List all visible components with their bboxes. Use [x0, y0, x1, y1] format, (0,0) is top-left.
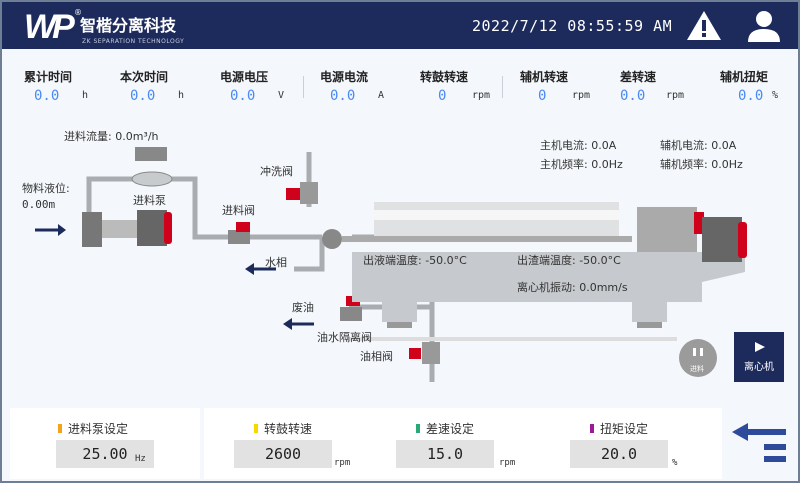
stat-label: 差转速 — [620, 70, 657, 84]
feed-valve-label: 进料阀 — [222, 204, 255, 217]
stat-label: 辅机转速 — [520, 70, 569, 84]
level-value: 0.00m — [22, 198, 56, 211]
setting-label: 差速设定 — [416, 420, 474, 437]
flowmeter — [135, 147, 167, 161]
stat-5: 辅机转速 0 rpm — [520, 68, 620, 104]
stat-value: 0.0 — [34, 88, 60, 104]
setting-label-text: 差速设定 — [426, 422, 475, 436]
stat-value: 0.0 — [330, 88, 356, 104]
outlet-temperature: 出液端温度: -50.0°C — [363, 254, 467, 267]
setting-input[interactable]: 25.00 — [56, 440, 154, 468]
setting-unit: rpm — [334, 458, 351, 468]
stat-unit: % — [772, 90, 779, 101]
stat-value: 0.0 — [620, 88, 646, 104]
stat-label: 转鼓转速 — [420, 70, 469, 84]
stat-unit: h — [178, 90, 185, 101]
stat-value: 0.0 — [738, 88, 764, 104]
slag-temperature: 出渣端温度: -50.0°C — [517, 254, 621, 267]
feed-pump — [82, 210, 172, 247]
oil-valve-label: 油相阀 — [360, 350, 393, 363]
oil-outlet-arrow — [283, 318, 292, 330]
setting-unit: Hz — [135, 454, 146, 464]
setting-label-text: 扭矩设定 — [600, 422, 649, 436]
feed-button[interactable] — [679, 339, 717, 377]
stat-unit: rpm — [666, 90, 685, 101]
divider — [303, 76, 304, 98]
setting-label: 进料泵设定 — [58, 420, 128, 437]
brand-name: 智楷分离科技 — [80, 16, 177, 35]
centrifuge-button[interactable] — [734, 332, 784, 382]
stat-4: 转鼓转速 0 rpm — [420, 68, 520, 104]
waste-oil-label: 废油 — [292, 301, 314, 314]
setting-0: 进料泵设定 25.00 Hz — [40, 408, 210, 478]
setting-2: 差速设定 15.0 rpm — [396, 408, 568, 478]
setting-input[interactable]: 15.0 — [396, 440, 494, 468]
setting-label-text: 进料泵设定 — [68, 422, 129, 436]
stat-value: 0.0 — [230, 88, 256, 104]
stat-6: 差转速 0.0 rpm — [620, 68, 720, 104]
setting-unit: % — [672, 458, 678, 468]
setting-3: 扭矩设定 20.0 % — [570, 408, 742, 478]
feed-valve-icon[interactable] — [228, 222, 250, 244]
flush-valve-icon[interactable] — [286, 182, 318, 204]
stat-label: 本次时间 — [120, 70, 169, 84]
level-label: 物料液位: — [22, 182, 70, 195]
feed-flow: 进料流量: 0.0m³/h — [64, 130, 159, 143]
setting-1: 转鼓转速 2600 rpm — [234, 408, 406, 478]
stat-unit: h — [82, 90, 89, 101]
setting-input[interactable]: 2600 — [234, 440, 332, 468]
stat-unit: A — [378, 90, 385, 101]
separation-valve-label: 油水隔离阀 — [317, 331, 372, 344]
setting-label: 转鼓转速 — [254, 420, 312, 437]
centrifuge-button-label[interactable]: 离心机 — [744, 362, 774, 373]
color-marker — [416, 424, 420, 433]
setting-unit: rpm — [499, 458, 516, 468]
main-current: 主机电流: 0.0A — [540, 139, 617, 152]
logo: WP — [24, 8, 75, 46]
process-diagram — [35, 147, 784, 382]
stat-2: 电源电压 0.0 V — [220, 68, 320, 104]
inlet-arrow — [58, 224, 66, 236]
feed-pump-label: 进料泵 — [133, 194, 166, 207]
color-marker — [590, 424, 594, 433]
oil-valve-icon[interactable] — [409, 342, 440, 364]
setting-label: 扭矩设定 — [590, 420, 648, 437]
stat-unit: V — [278, 90, 285, 101]
vibration: 离心机振动: 0.0mm/s — [517, 281, 628, 294]
brand-subtitle: ZK SEPARATION TECHNOLOGY — [82, 38, 185, 45]
header: WP ® 智楷分离科技 ZK SEPARATION TECHNOLOGY 202… — [2, 2, 798, 49]
stat-unit: rpm — [572, 90, 591, 101]
stat-value: 0.0 — [130, 88, 156, 104]
flush-valve-label: 冲洗阀 — [260, 165, 293, 178]
stat-1: 本次时间 0.0 h — [120, 68, 220, 104]
centrifuge — [342, 202, 747, 341]
three-way-valve — [322, 229, 342, 249]
water-phase-label: 水相 — [265, 256, 287, 269]
stat-label: 累计时间 — [24, 70, 73, 84]
stat-label: 辅机扭矩 — [720, 70, 769, 84]
stat-unit: rpm — [472, 90, 491, 101]
datetime: 2022/7/12 08:55:59 AM — [472, 17, 673, 35]
feed-button-label[interactable]: 进料 — [690, 365, 704, 373]
menu-back-icon[interactable] — [728, 418, 788, 468]
stat-value: 0 — [538, 88, 547, 104]
setting-input[interactable]: 20.0 — [570, 440, 668, 468]
alarm-icon[interactable] — [686, 9, 722, 41]
user-icon[interactable] — [746, 9, 782, 43]
color-marker — [254, 424, 258, 433]
stat-label: 电源电流 — [320, 70, 369, 84]
aux-frequency: 辅机频率: 0.0Hz — [660, 158, 743, 171]
color-marker — [58, 424, 62, 433]
divider — [502, 76, 503, 98]
stat-3: 电源电流 0.0 A — [320, 68, 420, 104]
stat-7: 辅机扭矩 0.0% — [720, 68, 800, 104]
aux-current: 辅机电流: 0.0A — [660, 139, 737, 152]
setting-label-text: 转鼓转速 — [264, 422, 313, 436]
stat-label: 电源电压 — [220, 70, 269, 84]
main-frequency: 主机频率: 0.0Hz — [540, 158, 623, 171]
registered-mark: ® — [74, 8, 82, 17]
stat-0: 累计时间 0.0 h — [24, 68, 124, 104]
water-outlet-arrow — [245, 263, 254, 275]
stat-value: 0 — [438, 88, 447, 104]
